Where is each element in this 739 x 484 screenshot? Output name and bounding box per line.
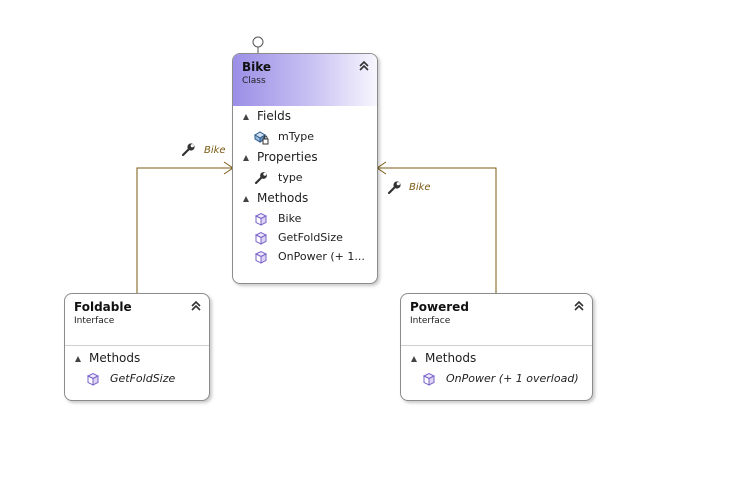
- member-name: GetFoldSize: [278, 231, 343, 244]
- member-method[interactable]: GetFoldSize: [65, 370, 209, 389]
- class-name: Powered: [410, 300, 469, 314]
- section-label: Methods: [257, 191, 309, 205]
- collapse-chevron-icon[interactable]: [574, 300, 584, 312]
- field-icon: [254, 131, 269, 145]
- class-stereotype: Interface: [410, 316, 451, 326]
- section-fields[interactable]: Fields: [233, 106, 377, 128]
- section-methods[interactable]: Methods: [65, 348, 209, 370]
- expand-triangle-icon[interactable]: [411, 356, 417, 362]
- member-name: GetFoldSize: [110, 372, 176, 385]
- member-method[interactable]: Bike: [233, 210, 377, 229]
- wrench-icon: [181, 143, 195, 157]
- method-cube-icon: [254, 212, 268, 226]
- member-name: type: [278, 171, 303, 184]
- method-cube-icon: [254, 250, 268, 264]
- section-methods[interactable]: Methods: [233, 188, 377, 210]
- member-method[interactable]: GetFoldSize: [233, 229, 377, 248]
- method-cube-icon: [254, 231, 268, 245]
- interface-box-powered[interactable]: Powered Interface Methods OnPower (+ 1 o…: [400, 293, 593, 401]
- association-label-powered[interactable]: Bike: [409, 182, 431, 193]
- class-name: Bike: [242, 60, 272, 74]
- class-header[interactable]: Bike Class: [233, 54, 377, 106]
- class-stereotype: Class: [242, 76, 266, 86]
- expand-triangle-icon[interactable]: [243, 196, 249, 202]
- class-name: Foldable: [74, 300, 132, 314]
- expand-triangle-icon[interactable]: [243, 114, 249, 120]
- expand-triangle-icon[interactable]: [75, 356, 81, 362]
- class-stereotype: Interface: [74, 316, 115, 326]
- section-label: Methods: [425, 351, 477, 365]
- collapse-chevron-icon[interactable]: [191, 300, 201, 312]
- member-field[interactable]: mType: [233, 128, 377, 147]
- member-name: OnPower (+ 1 overload): [446, 372, 579, 385]
- interface-box-foldable[interactable]: Foldable Interface Methods GetFoldSize: [64, 293, 210, 401]
- collapse-chevron-icon[interactable]: [359, 60, 369, 72]
- class-box-bike[interactable]: Bike Class Fields mType Properties type: [232, 53, 378, 284]
- section-methods[interactable]: Methods: [401, 348, 592, 370]
- class-header[interactable]: Foldable Interface: [65, 294, 209, 346]
- member-method[interactable]: OnPower (+ 1...: [233, 248, 377, 267]
- member-name: Bike: [278, 212, 302, 225]
- section-properties[interactable]: Properties: [233, 147, 377, 169]
- member-property[interactable]: type: [233, 169, 377, 188]
- section-label: Properties: [257, 150, 318, 164]
- method-cube-icon: [422, 372, 436, 386]
- method-cube-icon: [86, 372, 100, 386]
- class-header[interactable]: Powered Interface: [401, 294, 592, 346]
- association-label-foldable[interactable]: Bike: [204, 145, 226, 156]
- section-label: Fields: [257, 109, 291, 123]
- lollipop-circle: [252, 36, 264, 48]
- section-label: Methods: [89, 351, 141, 365]
- member-method[interactable]: OnPower (+ 1 overload): [401, 370, 592, 389]
- association-line-powered-bike[interactable]: [377, 167, 497, 293]
- property-wrench-icon: [254, 172, 267, 185]
- association-line-foldable-bike[interactable]: [136, 167, 233, 293]
- expand-triangle-icon[interactable]: [243, 155, 249, 161]
- wrench-icon: [387, 181, 401, 195]
- member-name: mType: [278, 130, 314, 143]
- member-name: OnPower (+ 1...: [278, 250, 365, 263]
